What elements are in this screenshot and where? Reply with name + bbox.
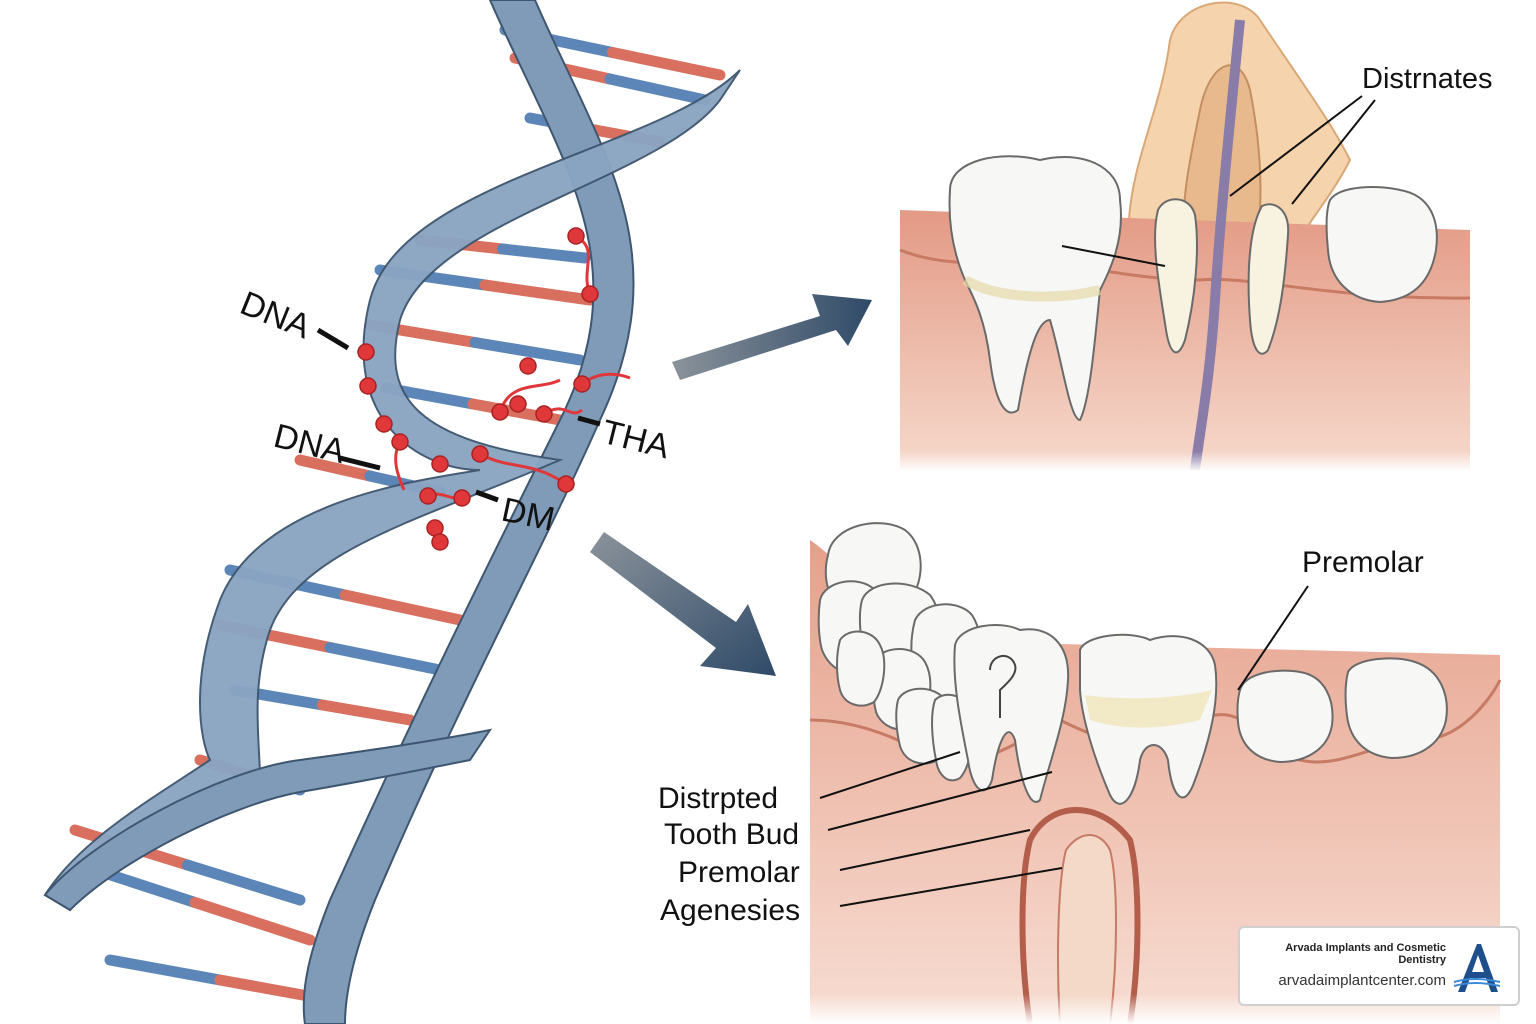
- premolar-leader: [1237, 585, 1309, 691]
- mutation-dot: [573, 375, 591, 393]
- arrow-to-lower-panel: [590, 532, 776, 676]
- practice-badge: Arvada Implants and Cosmetic Dentistry a…: [1238, 926, 1520, 1006]
- lower-premolar-2: [1344, 657, 1448, 760]
- mutation-strand: [479, 452, 567, 486]
- lower-molar-1: [953, 624, 1070, 803]
- label-agenesies: Agenesies: [660, 894, 800, 927]
- mutation-dot: [567, 227, 585, 245]
- mutation-dot: [509, 395, 527, 413]
- upper-leader-2: [1229, 95, 1363, 197]
- dna-mid-pointer: [339, 455, 381, 471]
- cavity-mark: [989, 655, 1017, 718]
- dna-top-label: DNA: [235, 284, 316, 346]
- leader-agenesies: [839, 867, 1063, 907]
- dna-helix: [43, 0, 741, 1024]
- label-tooth-bud: Tooth Bud: [664, 818, 799, 851]
- base-pair-rung: [497, 243, 591, 264]
- dna-mid-label: DNA: [270, 417, 349, 471]
- base-pair-rung: [182, 859, 306, 906]
- base-pair-rung: [104, 954, 226, 986]
- mutation-markers: [357, 227, 631, 551]
- practice-name: Arvada Implants and Cosmetic Dentistry: [1285, 942, 1446, 966]
- leader-distrpted: [819, 751, 961, 799]
- lower-premolar-1: [1236, 669, 1334, 764]
- leader-tooth-bud: [827, 771, 1053, 831]
- base-pair-rung: [469, 337, 586, 366]
- mutation-dot: [431, 455, 449, 473]
- mutation-dot: [359, 377, 377, 395]
- base-pair-rung: [324, 642, 446, 676]
- label-premolar: Premolar: [678, 856, 800, 889]
- base-pair-rung: [604, 73, 711, 106]
- base-pair-rung: [317, 699, 416, 726]
- base-pair-rung: [294, 454, 376, 482]
- base-pair-rung: [607, 47, 726, 81]
- dna-top-pointer: [316, 327, 350, 351]
- base-pair-rung: [339, 589, 466, 626]
- mutation-dot: [419, 487, 437, 505]
- lower-left-labels: Distrpted Tooth Bud Premolar Agenesies: [658, 751, 1063, 927]
- crowded-teeth: [817, 522, 982, 782]
- mutation-dot: [391, 433, 409, 451]
- disrupted-fragment-right: [1247, 203, 1290, 355]
- mutation-strand: [498, 378, 561, 413]
- mutation-dot: [375, 415, 393, 433]
- dna-strand-front-lower: [43, 728, 493, 912]
- dna-strand-back: [302, 0, 635, 1024]
- mutation-dot: [557, 475, 575, 493]
- upper-leader-3: [1291, 99, 1376, 205]
- lower-tooth-panel: Premolar Distrpted Tooth Bud Premolar Ag…: [658, 522, 1502, 1024]
- nerve-channel: [1019, 807, 1141, 1024]
- tha-pointer: [577, 415, 601, 427]
- mutation-dot: [519, 357, 537, 375]
- upper-leader-1: [1061, 245, 1166, 267]
- mutation-dot: [535, 405, 553, 423]
- upper-premolar: [1325, 186, 1438, 304]
- lower-premolar-label: Premolar: [1302, 546, 1424, 579]
- mutation-dot: [471, 445, 489, 463]
- upper-tooth-panel: Distrnates: [899, 1, 1493, 472]
- mutation-dot: [453, 489, 471, 507]
- practice-url: arvadaimplantcenter.com: [1278, 972, 1446, 989]
- upper-panel-label: Distrnates: [1362, 63, 1493, 95]
- tha-label: THA: [598, 413, 673, 466]
- dm-pointer: [475, 489, 499, 503]
- mutation-strand: [575, 234, 592, 295]
- base-pair-rung: [189, 897, 316, 946]
- upper-molar: [948, 155, 1122, 422]
- mutation-dot: [491, 403, 509, 421]
- mutation-dot: [581, 285, 599, 303]
- base-pair-rung: [479, 279, 596, 306]
- arrow-to-upper-panel: [672, 294, 872, 380]
- mutation-dot: [431, 533, 449, 551]
- mutation-dot: [357, 343, 375, 361]
- label-distrpted: Distrpted: [658, 782, 778, 815]
- disrupted-fragment-left: [1154, 198, 1198, 354]
- letter-a-logo-icon: [1453, 944, 1501, 992]
- leader-premolar: [839, 829, 1031, 871]
